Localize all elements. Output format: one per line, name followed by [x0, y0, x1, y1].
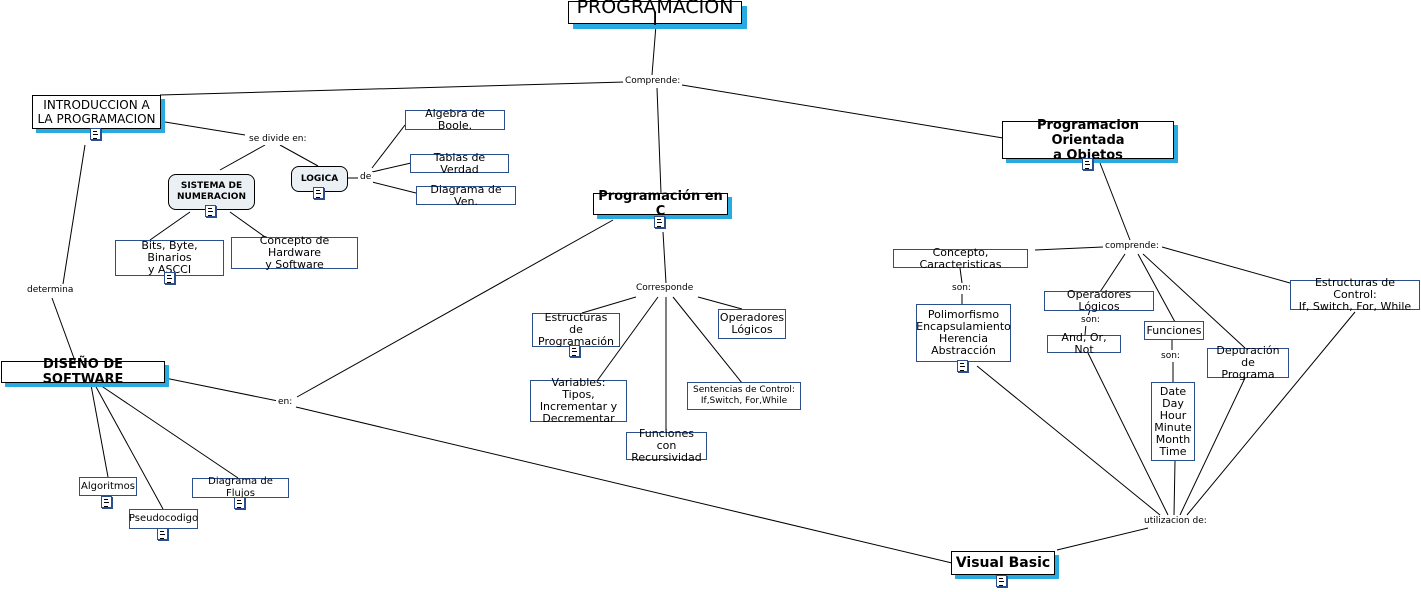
note-icon[interactable] [90, 128, 101, 140]
label-comprende: Comprende: [623, 76, 683, 87]
label-son-2: son: [1079, 315, 1102, 326]
note-icon[interactable] [234, 497, 245, 509]
note-icon[interactable] [569, 345, 580, 357]
node-poo[interactable]: Programacion Orientada a Objetos [1002, 118, 1174, 163]
label-comprende-poo: comprende: [1103, 241, 1161, 252]
label-en: en: [276, 397, 295, 408]
note-icon[interactable] [205, 205, 216, 217]
label-utilizacion-de: utilizacion de: [1142, 516, 1209, 527]
note-icon[interactable] [313, 187, 324, 199]
label-de: de [358, 172, 374, 183]
note-icon[interactable] [157, 528, 168, 540]
node-diseno-software[interactable]: DISEÑO DE SOFTWARE [1, 357, 165, 387]
note-icon[interactable] [1082, 158, 1093, 170]
label-se-divide-en: se divide en: [247, 134, 309, 145]
node-date-list[interactable]: Date Day Hour Minute Month Time [1151, 382, 1195, 461]
node-programacion-i[interactable]: PROGRAMACION I [568, 0, 742, 28]
node-variables[interactable]: Variables: Tipos, Incrementar y Decremen… [530, 377, 627, 425]
node-depuracion[interactable]: Depuración de Programa [1207, 345, 1289, 381]
node-programacion-c[interactable]: Programación en C [593, 189, 728, 219]
node-and-or-not[interactable]: And, Or, Not [1047, 332, 1121, 356]
node-sentencias-control[interactable]: Sentencias de Control: If,Switch, For,Wh… [687, 382, 801, 410]
node-operadores-logicos-c[interactable]: Operadores Lógicos [718, 309, 786, 339]
node-funciones[interactable]: Funciones [1144, 321, 1204, 340]
node-algebra-boole[interactable]: Algebra de Boole. [405, 108, 505, 132]
node-pseudocodigo[interactable]: Pseudocodigo [129, 509, 198, 529]
node-tablas-verdad[interactable]: Tablas de Verdad [410, 151, 509, 175]
label-son-3: son: [1159, 351, 1182, 362]
note-icon[interactable] [101, 496, 112, 508]
node-concepto-hardware[interactable]: Concepto de Hardware y Software [231, 235, 358, 271]
label-determina: determina [25, 285, 76, 296]
node-bits-byte[interactable]: Bits, Byte, Binarios y ASCCI [115, 240, 224, 276]
note-icon[interactable] [957, 360, 968, 372]
node-estructuras-programacion[interactable]: Estructuras de Programación [532, 312, 620, 348]
label-corresponde: Corresponde [634, 283, 696, 294]
node-diagrama-ven[interactable]: Diagrama de Ven. [416, 183, 516, 207]
node-introduccion[interactable]: INTRODUCCION A LA PROGRAMACION [32, 95, 161, 129]
note-icon[interactable] [654, 216, 665, 228]
note-icon[interactable] [164, 272, 175, 284]
label-son-1: son: [950, 283, 973, 294]
node-polimorfismo[interactable]: Polimorfismo Encapsulamiento Herencia Ab… [916, 304, 1011, 362]
node-diagrama-flujos[interactable]: Diagrama de Flujos [192, 476, 289, 499]
note-icon[interactable] [996, 575, 1007, 587]
node-algoritmos[interactable]: Algoritmos [79, 477, 137, 496]
node-funciones-recursividad[interactable]: Funciones con Recursividad [626, 428, 707, 464]
node-estructuras-control[interactable]: Estructuras de Control: If, Switch, For,… [1290, 277, 1420, 313]
node-visual-basic[interactable]: Visual Basic [951, 551, 1055, 575]
node-concepto-caracteristicas[interactable]: Concepto, Caracteristicas [893, 246, 1028, 270]
node-operadores-logicos-poo[interactable]: Operadores Lógicos [1044, 289, 1154, 313]
